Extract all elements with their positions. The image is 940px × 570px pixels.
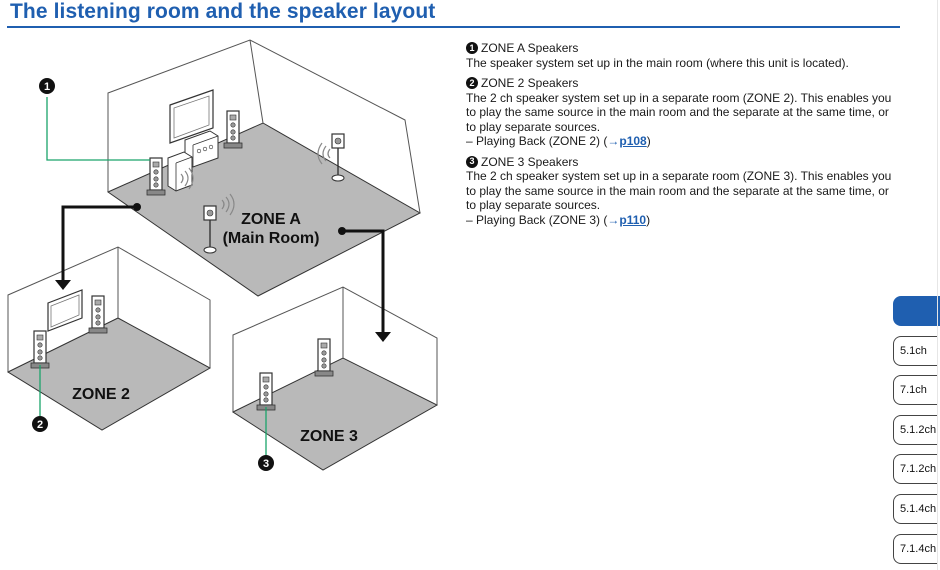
number-badge: 3 [466, 155, 478, 168]
page-number: p108 [619, 134, 647, 148]
side-tab-5-1-4ch[interactable]: 5.1.4ch [893, 494, 938, 524]
speaker-legend: 1 ZONE A Speakers The speaker system set… [466, 41, 898, 233]
zone-3-room [231, 286, 439, 471]
page-title: The listening room and the speaker layou… [10, 0, 436, 23]
title-rule [7, 26, 900, 28]
playback-reference: – Playing Back (ZONE 2) (→p108) [466, 134, 898, 149]
legend-description: The 2 ch speaker system set up in a sepa… [466, 90, 892, 134]
side-tab-active[interactable] [893, 296, 940, 326]
arrow-icon: → [607, 212, 620, 227]
arrow-icon: → [607, 134, 620, 148]
svg-text:1: 1 [44, 81, 50, 93]
side-tab-7-1-2ch[interactable]: 7.1.2ch [893, 454, 938, 484]
zone-a-sublabel: (Main Room) [223, 230, 320, 247]
marker-1: 1 [39, 78, 55, 94]
legend-title: ZONE 2 Speakers [481, 76, 579, 90]
zone-2-arrow [55, 203, 141, 290]
svg-text:3: 3 [263, 458, 269, 470]
ref-prefix: – Playing Back (ZONE 3) ( [466, 212, 608, 227]
playback-reference: – Playing Back (ZONE 3) (→p110) [466, 213, 898, 228]
number-badge: 1 [466, 42, 478, 55]
zone-a-label: ZONE A [241, 211, 301, 228]
side-tab-5-1-2ch[interactable]: 5.1.2ch [893, 415, 938, 445]
zone-3-arrow [338, 227, 391, 342]
ref-suffix: ) [646, 134, 651, 148]
side-tab-7-1-4ch[interactable]: 7.1.4ch [893, 534, 938, 564]
legend-description: The 2 ch speaker system set up in a sepa… [466, 169, 892, 212]
zone-2-room [6, 246, 212, 431]
page-edge-rule [937, 0, 938, 570]
page-link-p110[interactable]: →p110 [607, 213, 646, 227]
legend-item-zone-3: 3 ZONE 3 Speakers The 2 ch speaker syste… [466, 155, 898, 228]
legend-description: The speaker system set up in the main ro… [466, 55, 849, 70]
room-layout-diagram: 1 2 3 ZONE A (Main Room) ZONE 2 ZONE 3 [6, 39, 439, 471]
legend-item-zone-2: 2 ZONE 2 Speakers The 2 ch speaker syste… [466, 76, 898, 149]
page-link-p108[interactable]: →p108 [607, 134, 646, 148]
number-badge: 2 [466, 77, 478, 90]
ref-suffix: ) [646, 212, 651, 227]
zone-a-room [106, 39, 422, 297]
zone-3-label: ZONE 3 [300, 428, 358, 445]
legend-title: ZONE A Speakers [481, 41, 579, 55]
marker-2: 2 [32, 416, 48, 432]
zone-a-leader-line [46, 97, 150, 161]
zone-2-label: ZONE 2 [72, 386, 130, 403]
legend-item-zone-a: 1 ZONE A Speakers The speaker system set… [466, 41, 898, 70]
svg-text:2: 2 [37, 419, 43, 431]
page-number: p110 [619, 212, 647, 227]
ref-prefix: – Playing Back (ZONE 2) ( [466, 134, 608, 148]
marker-3: 3 [258, 455, 274, 471]
side-tab-7-1ch[interactable]: 7.1ch [893, 375, 938, 405]
side-tab-5-1ch[interactable]: 5.1ch [893, 336, 938, 366]
legend-title: ZONE 3 Speakers [481, 154, 579, 169]
